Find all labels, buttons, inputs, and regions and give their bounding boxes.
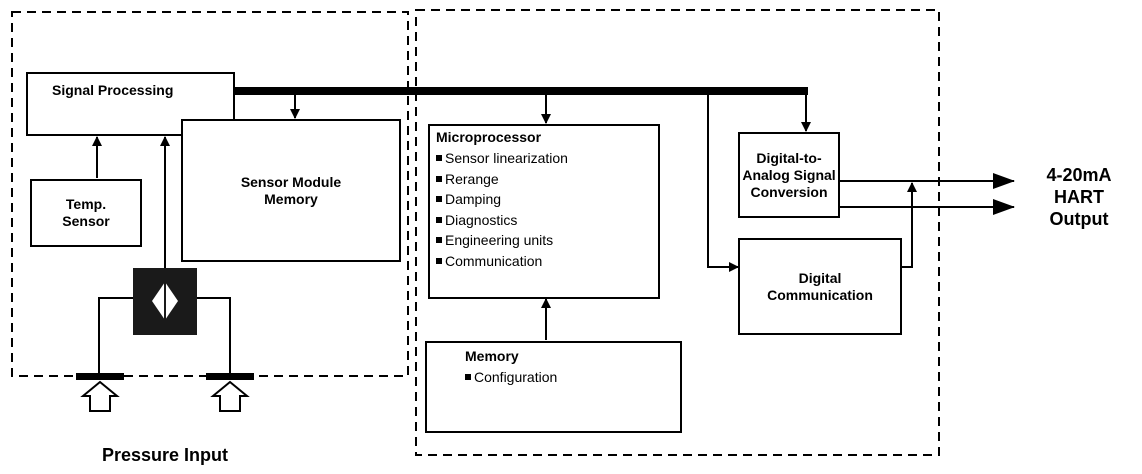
pressure-input-label: Pressure Input: [101, 445, 229, 465]
signal-processing-block: Signal Processing: [26, 72, 235, 136]
impulse-line-left: [98, 297, 133, 374]
output-label-line2: HART: [1054, 187, 1104, 207]
list-item: Engineering units: [436, 230, 658, 251]
bullet-icon: [436, 196, 442, 202]
sensor-module-memory-label-line1: Sensor Module: [240, 173, 342, 190]
pressure-input-arrow-right: [210, 380, 250, 412]
bullet-icon: [436, 216, 442, 223]
microprocessor-title: Microprocessor: [436, 129, 542, 145]
bullet-icon: [436, 155, 442, 161]
dac-label-line1: Digital-to-: [756, 149, 822, 166]
isolator-left: [76, 373, 124, 380]
sensor-module-enclosure: [11, 11, 409, 377]
digital-comm-to-dac-arrow: [902, 182, 917, 268]
bullet-icon: [436, 257, 442, 264]
pressure-input-arrow-left: [80, 380, 120, 412]
isolator-right: [206, 373, 254, 380]
sensor-module-memory-label-line2: Memory: [264, 190, 318, 207]
sensor-module-memory-block: Sensor Module Memory: [181, 119, 401, 262]
temp-sensor-label-line2: Sensor: [62, 213, 110, 229]
bus-to-digital-comm-arrow: [707, 94, 739, 272]
bullet-icon: [436, 175, 442, 182]
microprocessor-block: Microprocessor Sensor linearization Rera…: [428, 124, 660, 299]
memory-function-list: Configuration: [465, 367, 680, 388]
output-label-line3: Output: [1049, 209, 1109, 229]
digital-to-analog-block: Digital-to- Analog Signal Conversion: [738, 132, 840, 218]
bullet-icon: [436, 237, 442, 243]
microprocessor-function-list: Sensor linearization Rerange Damping Dia…: [436, 148, 658, 271]
dac-label-line3: Conversion: [750, 183, 828, 200]
list-item: Diagnostics: [436, 210, 658, 231]
digital-communication-label-line2: Communication: [767, 286, 873, 303]
temp-sensor-label-line1: Temp.: [65, 196, 107, 212]
dac-label-line2: Analog Signal: [742, 166, 836, 183]
memory-block: Memory Configuration: [425, 341, 682, 433]
temp-sensor-block: Temp. Sensor: [30, 179, 142, 247]
impulse-line-right: [197, 297, 231, 374]
list-item: Damping: [436, 189, 658, 210]
memory-title: Memory: [465, 348, 519, 364]
list-item: Configuration: [465, 367, 680, 388]
list-item: Sensor linearization: [436, 148, 658, 169]
list-item: Rerange: [436, 169, 658, 190]
digital-communication-label-line1: Digital: [798, 269, 842, 286]
signal-processing-label: Signal Processing: [52, 82, 174, 98]
list-item: Communication: [436, 251, 658, 272]
output-label-line1: 4-20mA: [1046, 165, 1112, 185]
output-label: 4-20mA HART Output: [1022, 164, 1136, 230]
electronics-module-enclosure: [415, 9, 940, 456]
digital-communication-block: Digital Communication: [738, 238, 902, 335]
bullet-icon: [465, 374, 471, 380]
